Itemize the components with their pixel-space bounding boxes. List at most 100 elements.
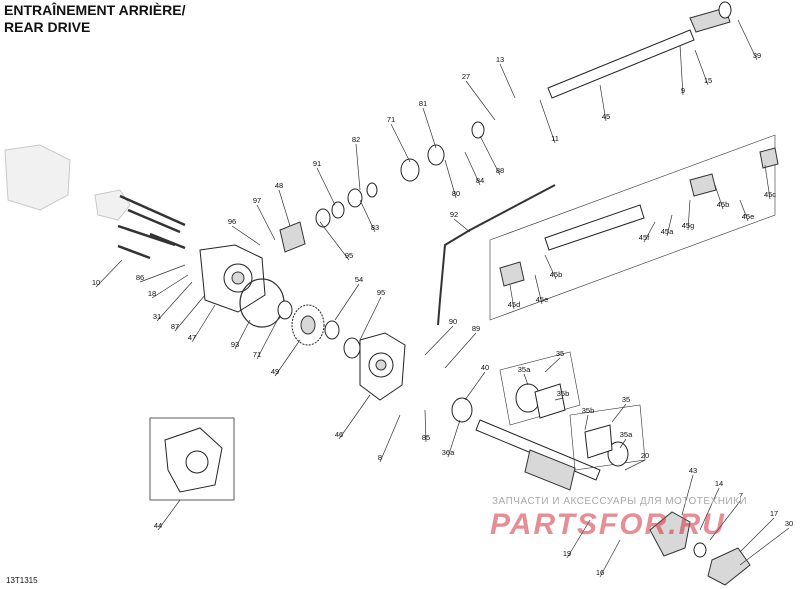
pinion-gear-48 xyxy=(279,221,306,253)
diagram-title: ENTRAÎNEMENT ARRIÈRE/ REAR DRIVE xyxy=(4,2,186,36)
callout-layer: 3991513271145817182918880849748969583108… xyxy=(92,19,793,578)
bearing-81 xyxy=(427,144,445,166)
ring-95-lower xyxy=(343,337,361,359)
leader-line-10 xyxy=(95,259,123,288)
leader-line-45 xyxy=(599,84,607,122)
callout-19: 19 xyxy=(563,549,571,558)
mounting-bolts xyxy=(117,194,186,260)
leader-line-31 xyxy=(156,281,193,322)
callout-96: 96 xyxy=(228,217,236,226)
callout-36a: 36a xyxy=(442,448,455,457)
callout-44: 44 xyxy=(154,521,162,530)
leader-line-86 xyxy=(139,264,186,283)
callout-48: 48 xyxy=(275,181,283,190)
callout-83: 83 xyxy=(371,223,379,232)
leader-line-54 xyxy=(334,283,360,321)
leader-line-49 xyxy=(274,339,301,377)
callout-54: 54 xyxy=(355,275,363,284)
callout-16: 16 xyxy=(596,568,604,577)
leader-line-88 xyxy=(479,135,501,176)
leader-line-35 xyxy=(611,403,627,423)
leader-line-20 xyxy=(624,459,646,471)
half-shaft-axle xyxy=(475,419,601,491)
bearing-54 xyxy=(324,320,340,340)
leader-line-96 xyxy=(231,225,261,246)
bearing-95-upper xyxy=(315,208,331,228)
leader-line-45b xyxy=(714,184,724,210)
callout-14: 14 xyxy=(715,479,723,488)
callout-71: 71 xyxy=(387,115,395,124)
callout-18: 18 xyxy=(148,289,156,298)
callout-45c: 45c xyxy=(764,190,776,199)
leader-line-44 xyxy=(157,499,181,531)
callout-15: 15 xyxy=(704,76,712,85)
callout-71: 71 xyxy=(253,350,261,359)
callout-9: 9 xyxy=(681,86,685,95)
leader-line-16 xyxy=(599,539,621,578)
bearing-71-upper xyxy=(400,158,420,182)
leader-line-45e xyxy=(739,199,749,222)
leader-line-93 xyxy=(234,319,251,350)
leader-line-36a xyxy=(447,419,461,458)
leader-line-45g xyxy=(687,199,691,231)
leader-line-43 xyxy=(681,474,694,516)
document-id: 13T1315 xyxy=(6,576,38,585)
breather-tube-92 xyxy=(437,184,556,326)
callout-39: 39 xyxy=(753,51,761,60)
callout-35b: 35b xyxy=(582,406,595,415)
watermark-logo: PARTSFOR.RU xyxy=(490,508,726,541)
callout-87: 87 xyxy=(171,322,179,331)
callout-91: 91 xyxy=(313,159,321,168)
callout-40: 40 xyxy=(481,363,489,372)
callout-90: 90 xyxy=(449,317,457,326)
boot-clamp-35a-outer xyxy=(607,441,629,467)
leader-line-11 xyxy=(539,99,556,144)
callout-85: 85 xyxy=(422,433,430,442)
engine-ghost-illustration xyxy=(4,144,131,221)
leader-line-87 xyxy=(174,294,206,332)
front-housing-46 xyxy=(359,332,406,401)
callout-30: 30 xyxy=(785,519,793,528)
callout-17: 17 xyxy=(770,509,778,518)
leader-line-8 xyxy=(379,414,401,463)
rear-housing-47 xyxy=(199,244,266,313)
callout-8: 8 xyxy=(378,453,382,462)
callout-7: 7 xyxy=(739,491,743,500)
callout-10: 10 xyxy=(92,278,100,287)
leader-line-48 xyxy=(278,189,291,227)
callout-45g: 45g xyxy=(682,221,695,230)
leader-line-83 xyxy=(359,199,376,233)
leader-line-92 xyxy=(453,218,471,233)
callout-35a: 35a xyxy=(620,430,633,439)
callout-45a: 45a xyxy=(661,227,674,236)
cv-boot-kit-box-35a xyxy=(499,351,581,426)
callout-46: 46 xyxy=(335,430,343,439)
leader-line-71 xyxy=(390,123,411,163)
leader-line-82 xyxy=(355,143,361,191)
callout-88: 88 xyxy=(496,166,504,175)
bearing-82 xyxy=(347,188,363,208)
leader-line-47 xyxy=(191,304,216,343)
leader-line-45d xyxy=(509,284,515,310)
callout-31: 31 xyxy=(153,312,161,321)
leader-line-95 xyxy=(319,221,350,261)
leader-line-7 xyxy=(709,499,742,541)
callout-35: 35 xyxy=(556,349,564,358)
leader-line-90 xyxy=(424,325,454,356)
wheel-hub-43 xyxy=(649,511,707,558)
leader-line-9 xyxy=(679,44,684,96)
callout-82: 82 xyxy=(352,135,360,144)
leader-line-97 xyxy=(256,204,276,241)
callout-81: 81 xyxy=(419,99,427,108)
bearing-71-lower xyxy=(277,300,293,320)
callout-84: 84 xyxy=(476,176,484,185)
callout-27: 27 xyxy=(462,72,470,81)
callout-45e: 45e xyxy=(536,295,549,304)
leader-line-45f xyxy=(643,221,656,243)
ring-91 xyxy=(331,201,345,219)
leader-line-45a xyxy=(666,214,673,237)
leader-line-35b xyxy=(554,397,564,401)
callout-47: 47 xyxy=(188,333,196,342)
cv-boot-35 xyxy=(584,424,613,459)
